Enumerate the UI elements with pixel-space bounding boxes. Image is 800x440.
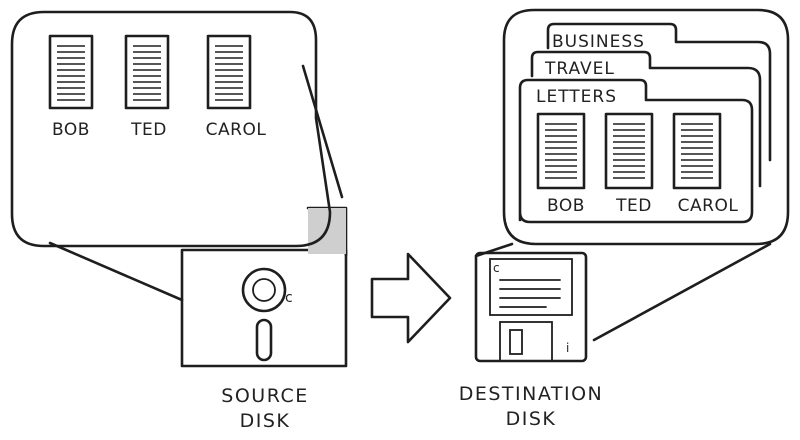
source-file-label-carol: CAROL — [206, 120, 267, 140]
folder-label-travel: TRAVEL — [544, 59, 615, 79]
source-disk-hub-center — [253, 279, 275, 301]
dest-file-label-carol: CAROL — [678, 196, 739, 216]
source-caption-line2: DISK — [240, 410, 291, 432]
source-disk: c — [182, 208, 346, 366]
source-callout-line-left — [50, 243, 182, 300]
destination-caption-line2: DISK — [506, 408, 557, 430]
dest-doc-ted-icon — [606, 114, 652, 188]
destination-disk-mark-top: c — [493, 261, 500, 275]
dest-file-label-bob: BOB — [547, 196, 585, 216]
source-callout-line-right — [303, 66, 342, 197]
destination-caption-line1: DESTINATION — [459, 383, 604, 405]
folder-label-business: BUSINESS — [552, 32, 645, 52]
source-disk-body — [182, 250, 346, 366]
dest-file-label-ted: TED — [615, 196, 652, 216]
destination-disk: c i — [476, 253, 586, 361]
destination-disk-mark-bottom: i — [566, 341, 569, 355]
source-disk-mark: c — [285, 290, 293, 306]
dest-doc-carol-icon — [674, 114, 720, 188]
source-disk-read-slot — [257, 320, 271, 360]
copy-arrow-icon — [372, 254, 450, 342]
folder-label-letters: LETTERS — [536, 87, 617, 107]
destination-disk-shutter — [500, 322, 552, 361]
source-disk-hub — [243, 269, 285, 311]
dest-doc-bob-icon — [538, 114, 584, 188]
dest-callout-line-right — [594, 244, 770, 340]
source-file-label-ted: TED — [130, 120, 167, 140]
source-file-label-bob: BOB — [52, 120, 90, 140]
source-caption-line1: SOURCE — [221, 385, 308, 407]
